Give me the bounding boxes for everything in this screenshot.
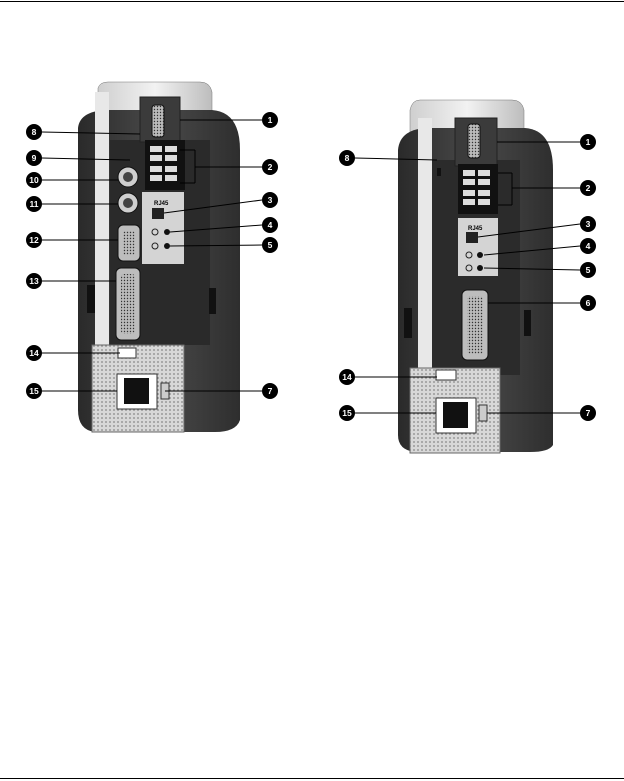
svg-text:12: 12 bbox=[29, 235, 39, 245]
callout-left-8: 8 bbox=[26, 124, 42, 140]
svg-text:3: 3 bbox=[586, 219, 591, 229]
svg-text:3: 3 bbox=[268, 195, 273, 205]
svg-text:1: 1 bbox=[586, 137, 591, 147]
svg-text:7: 7 bbox=[586, 408, 591, 418]
svg-text:11: 11 bbox=[30, 199, 39, 209]
svg-text:9: 9 bbox=[32, 153, 37, 163]
left-leader-lines bbox=[41, 119, 263, 392]
callout-right-3: 3 bbox=[580, 216, 596, 232]
callout-left-1: 1 bbox=[262, 112, 278, 128]
svg-text:15: 15 bbox=[342, 408, 352, 418]
svg-text:15: 15 bbox=[29, 386, 39, 396]
callout-right-6: 6 bbox=[580, 295, 596, 311]
callout-left-10: 10 bbox=[26, 172, 42, 188]
svg-text:8: 8 bbox=[345, 153, 350, 163]
callout-left-4: 4 bbox=[262, 217, 278, 233]
svg-text:6: 6 bbox=[586, 298, 591, 308]
callout-left-9: 9 bbox=[26, 150, 42, 166]
rj45-label-left: RJ45 bbox=[154, 201, 169, 207]
callout-left-11: 11 bbox=[26, 196, 42, 212]
rj45-label-right: RJ45 bbox=[468, 226, 483, 232]
right-computer-rear-view: RJ45 bbox=[398, 99, 553, 454]
svg-text:4: 4 bbox=[586, 241, 591, 251]
callout-left-3: 3 bbox=[262, 192, 278, 208]
callout-left-5: 5 bbox=[262, 237, 278, 253]
callout-left-14: 14 bbox=[26, 345, 42, 361]
callout-right-1: 1 bbox=[580, 134, 596, 150]
bottom-rule bbox=[0, 778, 624, 779]
svg-text:10: 10 bbox=[29, 175, 39, 185]
callout-right-5: 5 bbox=[580, 262, 596, 278]
left-computer-rear-view: RJ45 bbox=[78, 81, 240, 433]
svg-text:2: 2 bbox=[268, 162, 273, 172]
callout-left-12: 12 bbox=[26, 232, 42, 248]
svg-text:2: 2 bbox=[586, 183, 591, 193]
callout-right-7: 7 bbox=[580, 405, 596, 421]
callout-left-2: 2 bbox=[262, 159, 278, 175]
right-leader-lines bbox=[354, 141, 581, 414]
callout-left-7: 7 bbox=[262, 383, 278, 399]
svg-text:8: 8 bbox=[32, 127, 37, 137]
svg-text:5: 5 bbox=[268, 240, 273, 250]
callout-left-15: 15 bbox=[26, 383, 42, 399]
callout-right-2: 2 bbox=[580, 180, 596, 196]
svg-text:7: 7 bbox=[268, 386, 273, 396]
callout-right-8: 8 bbox=[339, 150, 355, 166]
svg-text:4: 4 bbox=[268, 220, 273, 230]
callout-right-4: 4 bbox=[580, 238, 596, 254]
svg-text:13: 13 bbox=[29, 276, 39, 286]
svg-text:5: 5 bbox=[586, 265, 591, 275]
svg-text:1: 1 bbox=[268, 115, 273, 125]
svg-text:14: 14 bbox=[342, 372, 352, 382]
svg-text:14: 14 bbox=[29, 348, 39, 358]
callout-right-15: 15 bbox=[339, 405, 355, 421]
top-rule bbox=[0, 1, 624, 2]
callout-right-14: 14 bbox=[339, 369, 355, 385]
callout-left-13: 13 bbox=[26, 273, 42, 289]
